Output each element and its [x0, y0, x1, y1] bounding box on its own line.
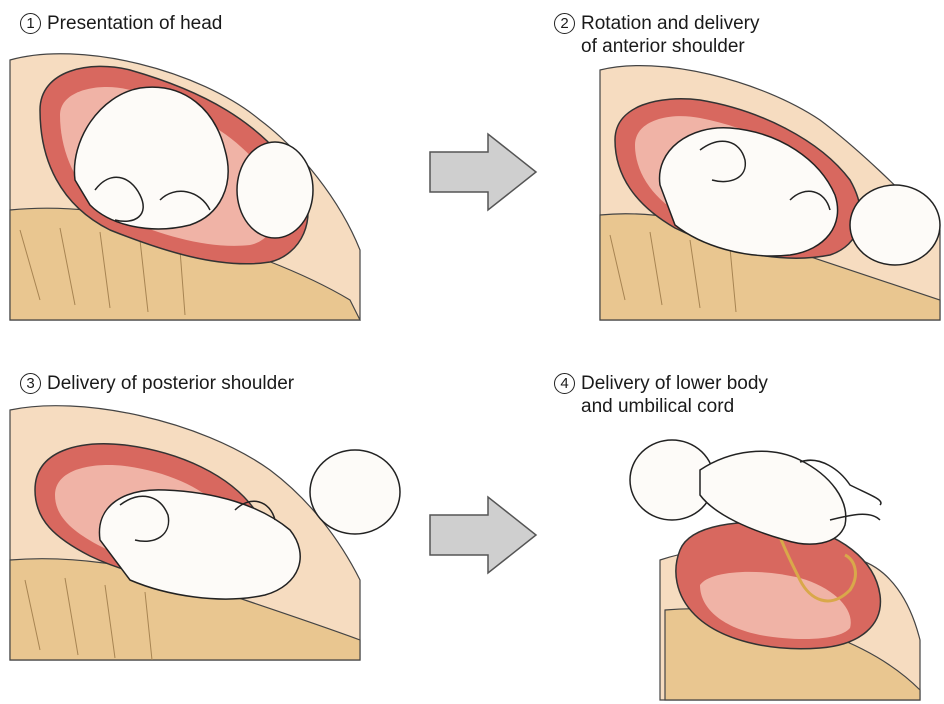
step-2-number: 2: [554, 13, 575, 34]
pelvis-4: [660, 547, 920, 700]
uterus-2: [615, 99, 860, 258]
umbilical-cord: [770, 510, 855, 601]
pelvis-3: [10, 406, 360, 660]
arrow-right-icon-1: [428, 132, 548, 212]
step-4-number: 4: [554, 373, 575, 394]
step-1-caption: 1 Presentation of head: [20, 12, 222, 35]
baby-3: [99, 450, 400, 599]
step-3-caption: 3 Delivery of posterior shoulder: [20, 372, 294, 395]
step-1-label: Presentation of head: [47, 12, 222, 35]
step-4-label-line-1: Delivery of lower body: [581, 372, 768, 395]
step-4-caption: 4 Delivery of lower body and umbilical c…: [554, 372, 768, 418]
uterus-4: [676, 522, 881, 648]
uterus-3: [35, 444, 263, 582]
baby-4: [630, 440, 881, 544]
step-2-caption: 2 Rotation and delivery of anterior shou…: [554, 12, 760, 58]
step-3-label: Delivery of posterior shoulder: [47, 372, 294, 395]
uterus-1: [40, 66, 308, 263]
baby-1: [74, 87, 313, 238]
step-1-number: 1: [20, 13, 41, 34]
baby-2: [660, 128, 940, 265]
step-2-label-line-2: of anterior shoulder: [581, 35, 760, 58]
step-2-label-line-1: Rotation and delivery: [581, 12, 760, 35]
arrow-right-icon-2: [428, 495, 548, 575]
pelvis-1: [10, 54, 360, 320]
step-3-number: 3: [20, 373, 41, 394]
pelvis-2: [600, 66, 940, 320]
step-4-label-line-2: and umbilical cord: [581, 395, 768, 418]
